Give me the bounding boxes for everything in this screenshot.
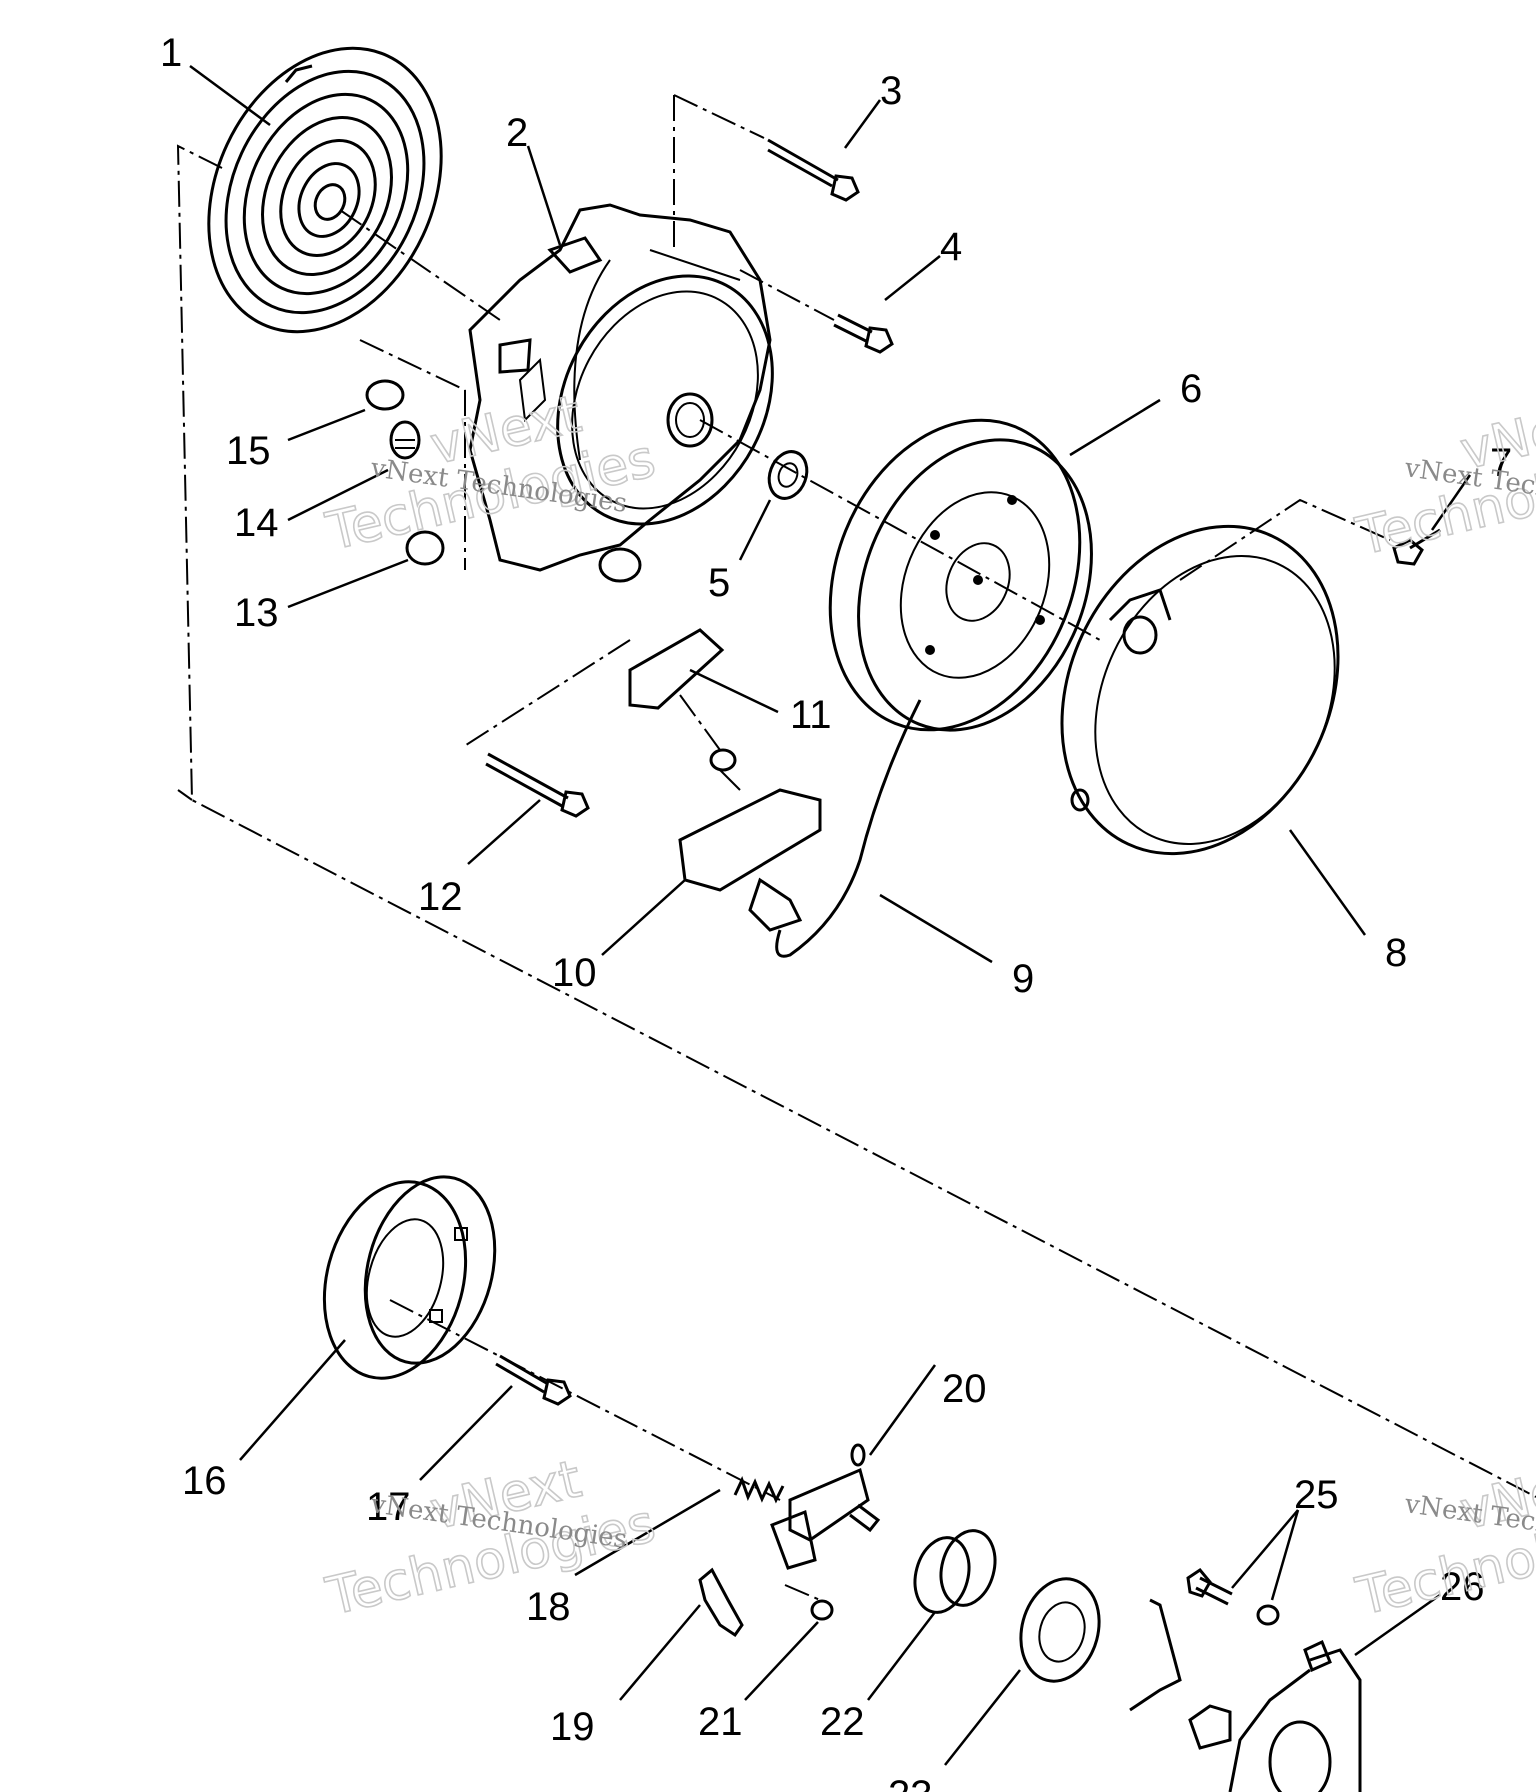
- callout-14: 14: [234, 501, 279, 545]
- pulley-center-line: [699, 419, 1101, 641]
- callout-11: 11: [790, 693, 832, 737]
- callout-12: 12: [418, 875, 463, 919]
- wire-spring: [1129, 1598, 1182, 1712]
- watermark-1: vNext Technologies: [320, 384, 662, 564]
- pulley-part-6: [828, 418, 1093, 732]
- recoil-spring: [207, 46, 443, 334]
- lever-part-19: [698, 1567, 744, 1638]
- callout-3: 3: [880, 69, 902, 113]
- pin-reference-line: [784, 1584, 821, 1601]
- drum-part-16: [322, 1175, 497, 1380]
- bolt-part-12: [485, 752, 590, 818]
- callout-10: 10: [552, 951, 597, 995]
- bolt-part-17: [495, 1354, 572, 1406]
- starter-rope-part-9: [775, 699, 922, 958]
- bolt-part-4: [833, 313, 894, 354]
- callout-6: 6: [1180, 367, 1202, 411]
- callout-7: 7: [1490, 441, 1512, 485]
- callout-17: 17: [366, 1485, 411, 1529]
- callout-22: 22: [820, 1700, 865, 1744]
- ring-part-23: [1019, 1577, 1101, 1683]
- assembly-outline-lower: [177, 789, 193, 801]
- starter-housing: [468, 203, 774, 583]
- callout-5: 5: [708, 561, 730, 605]
- callout-23: 23: [888, 1773, 933, 1792]
- callout-2: 2: [506, 111, 528, 155]
- bolt-4-center-line: [739, 269, 835, 321]
- small-parts-reference-line: [359, 339, 466, 570]
- pin-part-21: [810, 1599, 834, 1621]
- callout-labels: 1 2 3 4 5 6 7 8 9 10 11 12 13 14 15 16 1…: [160, 31, 1512, 1792]
- bolt-part-25: [1186, 1568, 1233, 1606]
- leader-lines: [189, 64, 1472, 1766]
- cup-part-22: [913, 1529, 997, 1614]
- bracket-part-20: [770, 1443, 881, 1570]
- assembly-outline: [176, 144, 1536, 1498]
- washer-part-25: [1256, 1604, 1280, 1626]
- plate-part-26: [1188, 1639, 1362, 1792]
- handle-insert-part-11: [628, 628, 725, 710]
- callout-1: 1: [160, 31, 182, 75]
- bolt-part-7: [1392, 528, 1441, 566]
- drum-center-line: [389, 1299, 781, 1501]
- callout-26: 26: [1440, 1565, 1485, 1609]
- seal-part-5: [767, 450, 809, 500]
- callout-16: 16: [182, 1459, 227, 1503]
- callout-9: 9: [1012, 957, 1034, 1001]
- callout-4: 4: [940, 225, 962, 269]
- cover-part-8: [1060, 524, 1340, 856]
- handle-center-line: [679, 694, 721, 751]
- bolt-part-3: [767, 138, 860, 202]
- callout-18: 18: [526, 1585, 571, 1629]
- plunger-part-14: [389, 420, 421, 460]
- callout-19: 19: [550, 1705, 595, 1749]
- bolt-12-reference-line: [465, 639, 631, 746]
- callout-20: 20: [942, 1367, 987, 1411]
- cover-bolt-reference-line: [1179, 498, 1391, 581]
- bolt-3-reference-line: [673, 94, 765, 250]
- callout-15: 15: [226, 429, 271, 473]
- cap-part-13: [405, 530, 445, 566]
- callout-25: 25: [1294, 1473, 1339, 1517]
- washer-part-15: [365, 379, 405, 411]
- spring-center-line: [339, 209, 501, 321]
- callout-21: 21: [698, 1700, 743, 1744]
- starter-handle-part-10: [678, 748, 822, 932]
- spring-part-18: [733, 1476, 785, 1504]
- callout-8: 8: [1385, 931, 1407, 975]
- callout-13: 13: [234, 591, 279, 635]
